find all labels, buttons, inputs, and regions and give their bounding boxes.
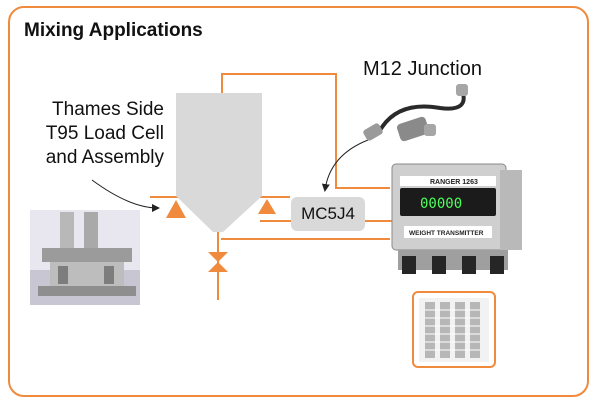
diagram-title: Mixing Applications [24,20,203,41]
m12-junction-label: M12 Junction [363,58,482,80]
transmitter-caption-text: WEIGHT TRANSMITTER [409,230,484,237]
plc-controller-icon [412,291,496,368]
transmitter-brand-text: RANGER 1263 [430,179,478,186]
valve-icon [208,252,228,272]
feed-cable [221,73,390,189]
junction-pointer-arrow [321,139,369,192]
signal-wiring [150,73,392,300]
load-cell-photo [30,210,140,305]
mc5j4-module: MC5J4 [291,197,365,231]
load-cell-label-line-2: T95 Load Cell [45,123,164,144]
load-cell-label-line-3: and Assembly [45,147,164,168]
transmitter-display-readout: 00000 [420,196,462,212]
right-load-cell-icon [258,199,276,214]
weight-transmitter [391,163,522,274]
mc5j4-label: MC5J4 [301,204,355,223]
m12-junction-icon [363,84,468,142]
load-cell-pointer-arrow [91,179,160,212]
lower-cable [221,238,390,240]
hopper-vessel [176,93,262,232]
left-load-cell-icon [166,200,186,218]
load-cell-label-line-1: Thames Side [52,99,164,120]
load-cell-label: Thames Side T95 Load Cell and Assembly [14,98,164,170]
